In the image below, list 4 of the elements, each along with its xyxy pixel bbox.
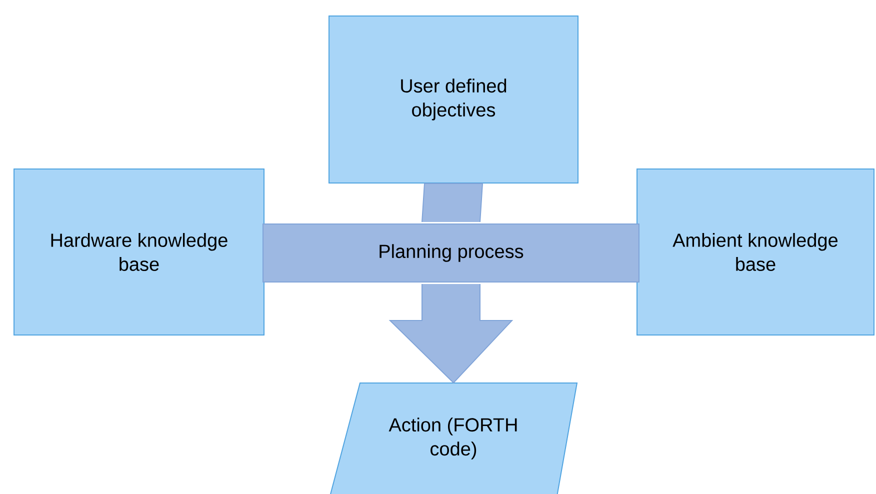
process-box: User defined objectives bbox=[328, 16, 578, 184]
process-box: Hardware knowledge base bbox=[14, 168, 264, 336]
process-box: Ambient knowledge base bbox=[636, 168, 874, 336]
block-arrow bbox=[388, 284, 514, 384]
